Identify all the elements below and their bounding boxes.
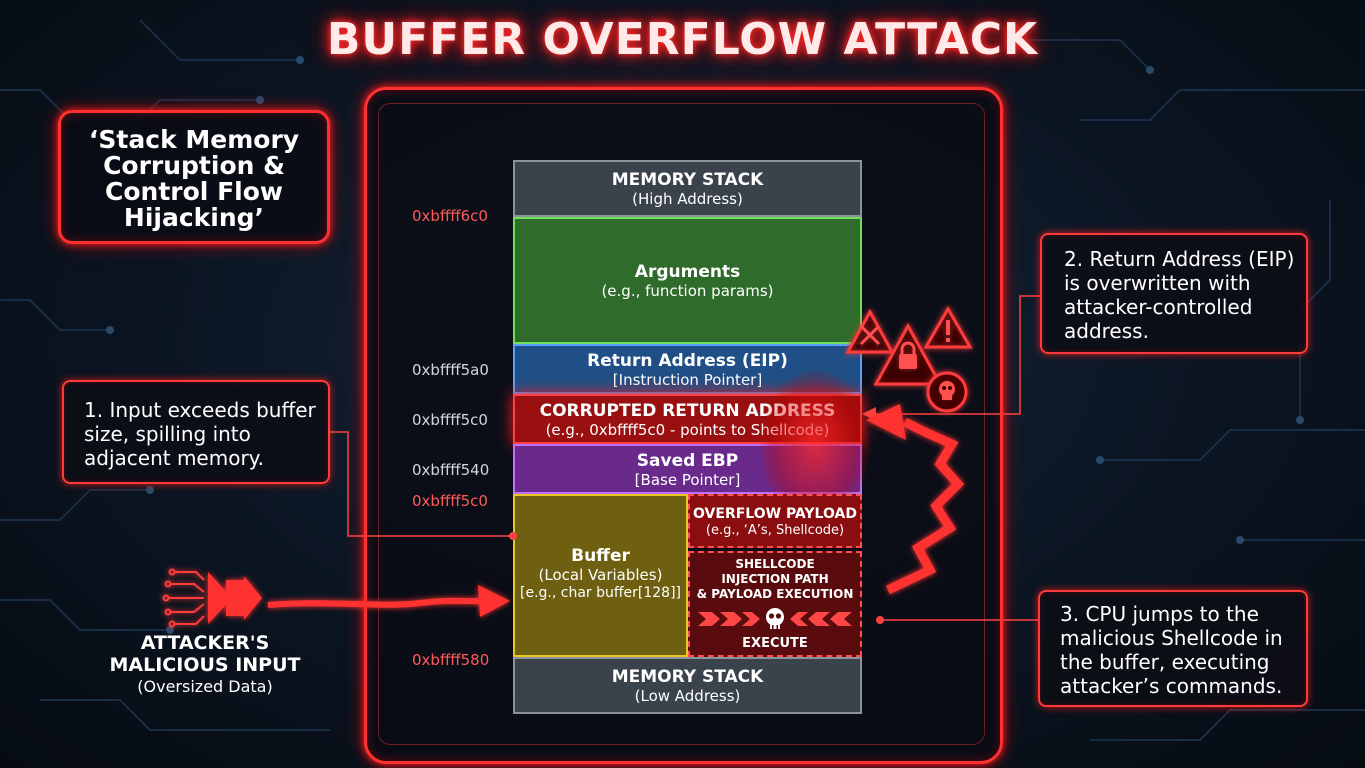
stack-payload-title: OVERFLOW PAYLOAD (693, 506, 857, 522)
stack-overflow-payload: OVERFLOW PAYLOAD (e.g., ‘A’s, Shellcode) (688, 494, 862, 548)
stack-arguments-title: Arguments (634, 262, 741, 282)
stack-corrupted-sub: (e.g., 0xbffff5c0 - points to Shellcode) (545, 421, 830, 439)
note-cpu-jumps: 3. CPU jumps to the malicious Shellcode … (1038, 590, 1308, 707)
note-return-overwritten: 2. Return Address (EIP) is overwritten w… (1040, 233, 1308, 354)
stack-shellcode: SHELLCODE INJECTION PATH & PAYLOAD EXECU… (688, 551, 862, 657)
note-input-exceeds-text: 1. Input exceeds buffer size, spilling i… (84, 398, 316, 470)
stack-arguments-sub: (e.g., function params) (601, 282, 774, 300)
shellcode-line1: SHELLCODE (735, 557, 815, 571)
stack-high-sub: (High Address) (632, 190, 743, 208)
shellcode-skull-arrows (698, 608, 852, 629)
shellcode-line2: INJECTION PATH (721, 572, 829, 586)
stack-low-title: MEMORY STACK (611, 667, 764, 687)
attacker-title-2: MALICIOUS INPUT (109, 654, 301, 676)
address-label: 0xbffff5c0 (412, 492, 488, 510)
stack-return-sub: [Instruction Pointer] (612, 371, 763, 389)
shellcode-line3: & PAYLOAD EXECUTION (696, 587, 854, 601)
stack-buffer-title: Buffer (571, 546, 630, 566)
stack-low-sub: (Low Address) (634, 687, 741, 705)
stack-corrupted-title: CORRUPTED RETURN ADDRESS (539, 401, 836, 421)
note-return-overwritten-text: 2. Return Address (EIP) is overwritten w… (1064, 247, 1295, 343)
subtitle: ‘Stack Memory Corruption & Control Flow … (88, 125, 300, 232)
stack-low: MEMORY STACK (Low Address) (513, 657, 862, 714)
stack-payload-sub: (e.g., ‘A’s, Shellcode) (705, 523, 845, 538)
address-label: 0xbffff6c0 (412, 207, 488, 225)
stack-buffer: Buffer (Local Variables) [e.g., char buf… (513, 494, 688, 657)
stack-frame-inner (378, 103, 985, 745)
stack-arguments: Arguments (e.g., function params) (513, 217, 862, 344)
stack-buffer-sub1: (Local Variables) (538, 566, 663, 584)
attacker-label: ATTACKER'S MALICIOUS INPUT (Oversized Da… (100, 632, 310, 697)
address-label: 0xbffff5c0 (412, 411, 488, 429)
shellcode-execute: EXECUTE (742, 636, 808, 651)
stack-buffer-sub2: [e.g., char buffer[128]] (520, 585, 681, 601)
subtitle-box: ‘Stack Memory Corruption & Control Flow … (58, 110, 330, 244)
stack-return-address: Return Address (EIP) [Instruction Pointe… (513, 344, 862, 394)
page-title: BUFFER OVERFLOW ATTACK (326, 14, 1039, 65)
note-input-exceeds: 1. Input exceeds buffer size, spilling i… (62, 380, 330, 484)
note-cpu-jumps-text: 3. CPU jumps to the malicious Shellcode … (1060, 602, 1283, 698)
stack-ebp-title: Saved EBP (636, 451, 739, 471)
address-label: 0xbffff580 (412, 651, 490, 669)
stack-ebp-sub: [Base Pointer] (634, 471, 741, 489)
stack-return-title: Return Address (EIP) (587, 351, 788, 371)
address-label: 0xbffff540 (412, 461, 490, 479)
stack-high-title: MEMORY STACK (611, 170, 764, 190)
skull-icon (766, 608, 784, 629)
stack-high: MEMORY STACK (High Address) (513, 160, 862, 217)
attacker-subtitle: (Oversized Data) (137, 677, 273, 696)
attacker-title-1: ATTACKER'S (140, 632, 270, 654)
address-label: 0xbffff5a0 (412, 361, 489, 379)
